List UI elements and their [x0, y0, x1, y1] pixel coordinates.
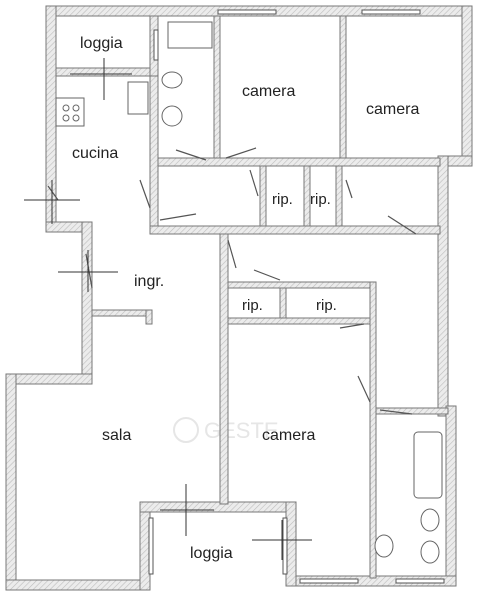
interior-walls [55, 15, 449, 579]
windows [148, 9, 445, 584]
room-label-sala: sala [102, 427, 131, 444]
doors [47, 147, 417, 415]
room-label-camera-3: camera [262, 427, 315, 444]
room-label-ingresso: ingr. [134, 273, 164, 290]
room-label-rip-1: rip. [272, 191, 293, 208]
room-label-rip-4: rip. [316, 297, 337, 314]
room-label-loggia-bottom: loggia [190, 545, 233, 562]
room-label-rip-2: rip. [310, 191, 331, 208]
room-label-loggia-top: loggia [80, 35, 123, 52]
fixtures [55, 21, 443, 564]
room-label-camera-1: camera [242, 83, 295, 100]
room-label-rip-3: rip. [242, 297, 263, 314]
svg-text:GESTE: GESTE [204, 418, 279, 443]
markers [24, 58, 312, 560]
room-label-cucina: cucina [72, 145, 118, 162]
watermark: GESTE [173, 417, 279, 443]
room-label-camera-2: camera [366, 101, 419, 118]
outer-walls [5, 5, 473, 591]
room-labels: loggia cucina camera camera rip. rip. in… [72, 35, 419, 562]
